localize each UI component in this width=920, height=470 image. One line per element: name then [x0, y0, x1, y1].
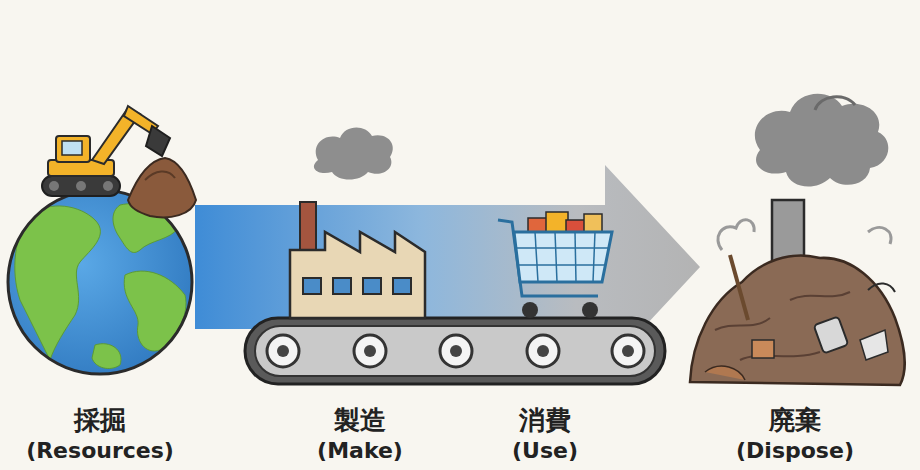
shopping-cart — [535, 232, 538, 282]
factory — [363, 278, 381, 294]
stage-subtitle: (Resources) — [26, 436, 174, 466]
excavator — [103, 181, 113, 191]
stage-label: 採掘 — [74, 404, 126, 436]
globe — [15, 204, 186, 369]
factory — [303, 278, 411, 294]
excavator — [76, 181, 86, 191]
globe — [124, 271, 186, 351]
factory — [290, 232, 425, 318]
dispose-stage: 廃棄(Dispose) — [700, 95, 890, 470]
stage-subtitle: (Dispose) — [736, 436, 854, 466]
factory — [333, 278, 351, 294]
conveyor-belt — [245, 318, 665, 384]
stage-label: 廃棄 — [769, 404, 821, 436]
waste-pile — [690, 94, 905, 385]
shopping-cart — [518, 264, 606, 266]
shopping-cart — [555, 232, 557, 282]
conveyor-belt — [267, 335, 644, 367]
shopping-cart — [522, 302, 538, 318]
factory — [393, 278, 411, 294]
conveyor-belt — [354, 335, 386, 367]
waste-pile — [705, 366, 745, 380]
shopping-cart — [575, 232, 576, 282]
shopping-cart — [498, 212, 612, 318]
conveyor-belt — [277, 345, 634, 357]
excavator — [62, 141, 82, 155]
waste-pile — [814, 316, 849, 353]
excavator — [56, 136, 90, 162]
conveyor-belt — [267, 335, 299, 367]
make-stage: 製造(Make) — [290, 95, 430, 470]
dirt-mound — [128, 158, 196, 217]
factory — [314, 128, 393, 180]
conveyor-belt — [440, 335, 472, 367]
waste-pile — [815, 97, 855, 110]
use-stage: 消費(Use) — [475, 95, 615, 470]
waste-pile — [690, 255, 905, 385]
conveyor-belt — [527, 335, 559, 367]
waste-pile — [730, 255, 748, 320]
conveyor-belt — [245, 318, 665, 384]
stage-label: 消費 — [519, 404, 571, 436]
conveyor-belt — [277, 345, 289, 357]
waste-pile — [860, 330, 888, 360]
stage-subtitle: (Make) — [317, 436, 403, 466]
resource-stage: 採掘(Resources) — [5, 95, 195, 470]
shopping-cart — [514, 232, 612, 282]
factory — [303, 278, 321, 294]
waste-pile — [755, 94, 888, 187]
excavator — [42, 176, 120, 196]
shopping-cart — [582, 302, 598, 318]
globe — [92, 344, 121, 369]
waste-pile — [868, 283, 895, 292]
shopping-cart — [593, 232, 595, 282]
excavator — [49, 181, 59, 191]
conveyor-belt — [537, 345, 549, 357]
factory — [290, 128, 425, 318]
dirt-mound — [128, 158, 196, 217]
shopping-cart — [516, 247, 609, 249]
stage-subtitle: (Use) — [512, 436, 578, 466]
conveyor-belt — [255, 326, 655, 376]
shopping-cart — [516, 232, 609, 282]
dirt-mound — [145, 171, 175, 180]
waste-pile — [718, 220, 754, 250]
conveyor-belt — [364, 345, 376, 357]
conveyor-belt — [612, 335, 644, 367]
excavator — [146, 126, 170, 156]
waste-pile — [752, 340, 774, 358]
conveyor-belt — [622, 345, 634, 357]
stage-label: 製造 — [334, 404, 386, 436]
conveyor-belt — [450, 345, 462, 357]
excavator — [42, 106, 170, 196]
waste-pile — [715, 292, 850, 360]
waste-pile — [868, 228, 891, 244]
